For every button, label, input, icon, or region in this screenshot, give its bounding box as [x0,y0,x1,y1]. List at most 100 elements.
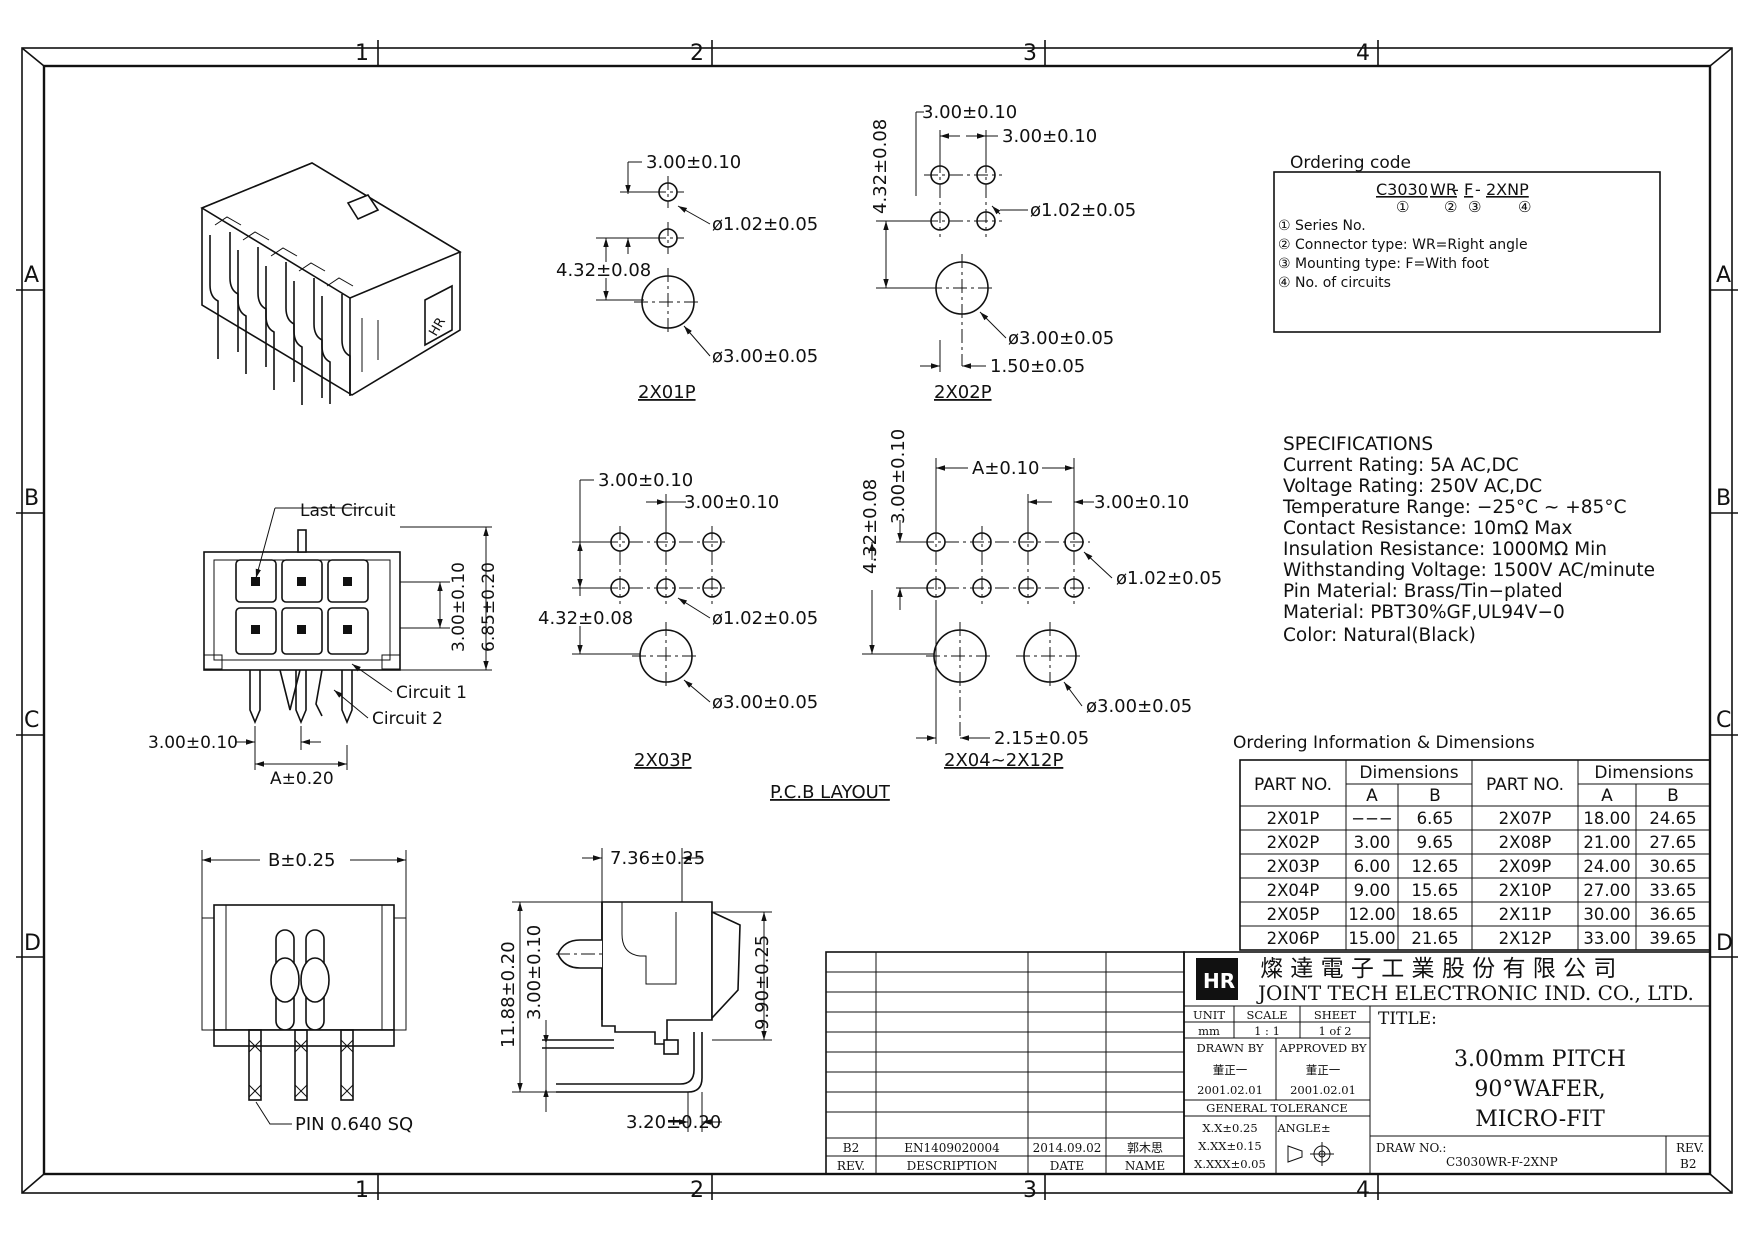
tolerance-3: X.XXX±0.05 [1194,1157,1266,1171]
side-h1-dim: 11.88±0.20 [498,941,519,1048]
dim-header-b-right: B [1667,786,1679,806]
dim-header-part-right: PART NO. [1486,775,1564,795]
dim-header-dim-left: Dimensions [1359,763,1458,783]
angle-tolerance: ANGLE± [1276,1121,1330,1135]
dim-cell-b-left: 6.65 [1417,809,1454,828]
row-label-d-right: D [1716,931,1733,956]
dim-cell-a-right: 27.00 [1583,881,1630,900]
l2x02p-pitch1: 3.00±0.10 [922,102,1017,123]
spec-line-5: Insulation Resistance: 1000MΩ Min [1283,539,1607,560]
ordering-code-heading: Ordering code [1290,153,1411,173]
title-block: B2 EN1409020004 2014.09.02 郭木思 REV. DESC… [825,951,1711,1175]
dim-table: Ordering Information & Dimensions PART N… [1233,733,1711,951]
specifications: SPECIFICATIONS Current Rating: 5A AC,DC … [1282,434,1655,646]
col-label-4-bottom: 4 [1356,1178,1370,1203]
row-label-b-right: B [1716,486,1731,511]
dim-cell-a-left: 9.00 [1354,881,1391,900]
rev-entry-description: EN1409020004 [904,1141,1000,1155]
l2x03p-row: 4.32±0.08 [538,608,633,629]
projection-symbol-icon [1287,1142,1334,1166]
l2x02p-hole: ø1.02±0.05 [1030,200,1136,221]
l2x03p-pitch1: 3.00±0.10 [598,470,693,491]
layout-2x01p: 3.00±0.10 4.32±0.08 ø1.02±0.05 ø3.00±0.0… [556,152,818,403]
rev-entry-rev: B2 [843,1141,859,1155]
drawn-by-name: 董正一 [1213,1063,1248,1077]
dim-cell-part-left: 2X02P [1267,833,1320,852]
dim-cell-part-left: 2X03P [1267,857,1320,876]
dim-cell-a-right: 21.00 [1583,833,1630,852]
dim-cell-a-left: 3.00 [1354,833,1391,852]
l2x01p-row: 4.32±0.08 [556,260,651,281]
l2x01p-pitch: 3.00±0.10 [646,152,741,173]
tolerance-1: X.X±0.25 [1202,1121,1257,1135]
dim-cell-b-right: 27.65 [1649,833,1696,852]
dim-cell-part-right: 2X10P [1499,881,1552,900]
spec-line-3: Temperature Range: −25°C ~ +85°C [1282,497,1627,518]
isometric-view: HR [200,162,462,405]
rev-col-name: NAME [1125,1159,1165,1173]
company-name-en: JOINT TECH ELECTRONIC IND. CO., LTD. [1256,981,1694,1005]
general-tolerance: GENERAL TOLERANCE [1206,1101,1348,1115]
col-label-2-bottom: 2 [690,1178,704,1203]
l2x04p-offset: 2.15±0.05 [994,728,1089,749]
rev-col-rev: REV. [837,1159,865,1173]
l2x03p-pitch2: 3.00±0.10 [684,492,779,513]
dim-header-dim-right: Dimensions [1594,763,1693,783]
l2x02p-pitch2: 3.00±0.10 [1002,126,1097,147]
title-header: TITLE: [1378,1009,1437,1029]
ordering-code: Ordering code C3030 WR - F - 2XNP ① ② ③ … [1273,153,1661,333]
dim-cell-a-right: 33.00 [1583,929,1630,948]
l2x02p-row: 4.32±0.08 [870,119,891,214]
l2x01p-hole: ø1.02±0.05 [712,214,818,235]
col-label-3: 3 [1023,41,1037,66]
row-label-c: C [24,708,39,733]
l2x04p-hole: ø1.02±0.05 [1116,568,1222,589]
l2x03p-hole: ø1.02±0.05 [712,608,818,629]
unit-value: mm [1198,1024,1220,1038]
dim-cell-part-right: 2X12P [1499,929,1552,948]
title-line-1: 3.00mm PITCH [1454,1047,1626,1072]
front-last-circuit: Last Circuit [300,501,396,521]
spec-line-1: Current Rating: 5A AC,DC [1283,455,1519,476]
spec-line-2: Voltage Rating: 250V AC,DC [1283,476,1542,497]
col-label-4: 4 [1356,41,1370,66]
ordering-legend-2: ② Connector type: WR=Right angle [1278,237,1528,253]
dim-cell-b-right: 24.65 [1649,809,1696,828]
spec-line-8: Material: PBT30%GF,UL94V−0 [1283,602,1565,623]
pcb-layout-title: P.C.B LAYOUT [770,782,891,803]
approved-date: 2001.02.01 [1290,1083,1356,1097]
company-logo-text: HR [1203,969,1235,993]
dim-cell-b-left: 21.65 [1411,929,1458,948]
title-line-2: 90°WAFER, [1474,1077,1605,1102]
draw-no-header: DRAW NO.: [1376,1141,1446,1155]
top-b-dim: B±0.25 [268,850,336,871]
spec-line-7: Pin Material: Brass/Tin−plated [1283,581,1563,602]
dim-cell-a-left: 6.00 [1354,857,1391,876]
drawn-by-header: DRAWN BY [1196,1041,1264,1055]
rev-col-description: DESCRIPTION [907,1159,998,1173]
dim-cell-a-left: 12.00 [1348,905,1395,924]
grid-labels: 1 2 3 4 1 2 3 4 A B C D A B C D [24,41,1733,1203]
front-view: Last Circuit Circuit 1 Circuit 2 3.00±0.… [148,501,499,789]
dim-cell-part-left: 2X05P [1267,905,1320,924]
dim-header-part-left: PART NO. [1254,775,1332,795]
row-label-c-right: C [1716,708,1731,733]
sheet-value: 1 of 2 [1318,1024,1351,1038]
rev-header: REV. [1676,1141,1704,1155]
title-line-3: MICRO-FIT [1475,1107,1605,1132]
ordering-legend-1: ① Series No. [1278,218,1366,234]
dim-cell-part-right: 2X09P [1499,857,1552,876]
l2x04p-label: 2X04~2X12P [944,750,1063,771]
dim-header-a-right: A [1601,786,1613,806]
dim-cell-part-right: 2X11P [1499,905,1552,924]
tolerance-2: X.XX±0.15 [1198,1139,1261,1153]
front-circuit-1: Circuit 1 [396,683,467,703]
dim-cell-a-left: −−− [1351,809,1392,828]
side-depth-dim: 7.36±0.25 [610,848,705,869]
col-label-3-bottom: 3 [1023,1178,1037,1203]
dim-cell-a-right: 24.00 [1583,857,1630,876]
l2x01p-label: 2X01P [638,382,696,403]
l2x02p-label: 2X02P [934,382,992,403]
